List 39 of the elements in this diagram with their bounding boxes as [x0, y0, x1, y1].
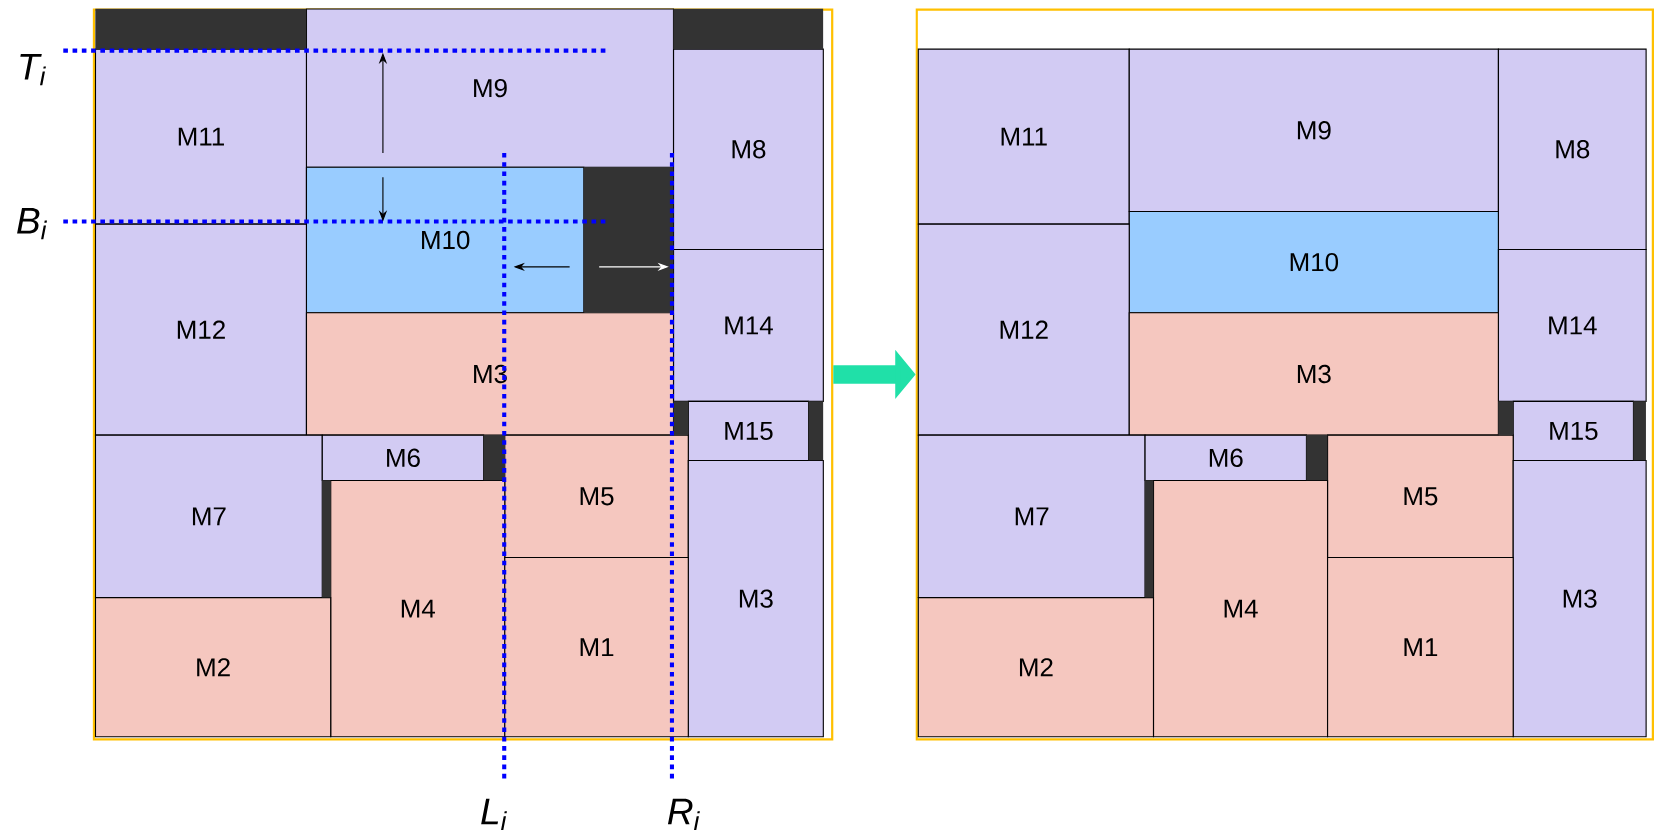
module-block: M10 — [305, 166, 585, 314]
unused-area — [1498, 401, 1514, 435]
module-block: M15 — [687, 400, 810, 461]
module-block: M12 — [917, 223, 1130, 436]
module-block: M9 — [305, 8, 675, 168]
unused-area — [95, 8, 307, 49]
boundary-label: L$_{i}$ — [481, 798, 507, 830]
module-block: M2 — [94, 596, 332, 738]
unused-area — [673, 8, 824, 49]
module-block: M3 — [1128, 312, 1499, 436]
unused-area — [483, 434, 505, 481]
boundary-label: T$_{i}$ — [20, 53, 46, 85]
panel-frame — [915, 8, 1654, 741]
unused-area — [322, 480, 331, 598]
module-block: M1 — [504, 556, 689, 738]
module-block: M5 — [504, 434, 689, 558]
module-block: M1 — [1327, 556, 1514, 738]
module-block: M12 — [94, 223, 307, 436]
unused-area — [1633, 401, 1646, 461]
module-block: M8 — [673, 48, 824, 250]
module-block: M6 — [1144, 434, 1307, 481]
module-block: M7 — [94, 434, 323, 598]
module-block: M15 — [1512, 400, 1634, 461]
boundary-label: R$_{i}$ — [667, 798, 700, 830]
boundary-label: B$_{i}$ — [17, 207, 47, 239]
module-block: M11 — [917, 48, 1130, 225]
module-block: M5 — [1327, 434, 1514, 558]
module-block: M8 — [1497, 48, 1647, 250]
module-block: M10 — [1128, 210, 1499, 314]
module-block: M2 — [917, 596, 1155, 738]
unused-area — [808, 401, 824, 461]
unused-area — [583, 166, 674, 313]
unused-area — [1144, 480, 1154, 598]
unused-area — [1306, 434, 1328, 481]
module-block: M4 — [330, 479, 506, 738]
module-block: M6 — [321, 434, 485, 481]
module-block: M4 — [1152, 479, 1329, 738]
module-block: M11 — [94, 48, 307, 225]
module-block: M7 — [917, 434, 1146, 598]
